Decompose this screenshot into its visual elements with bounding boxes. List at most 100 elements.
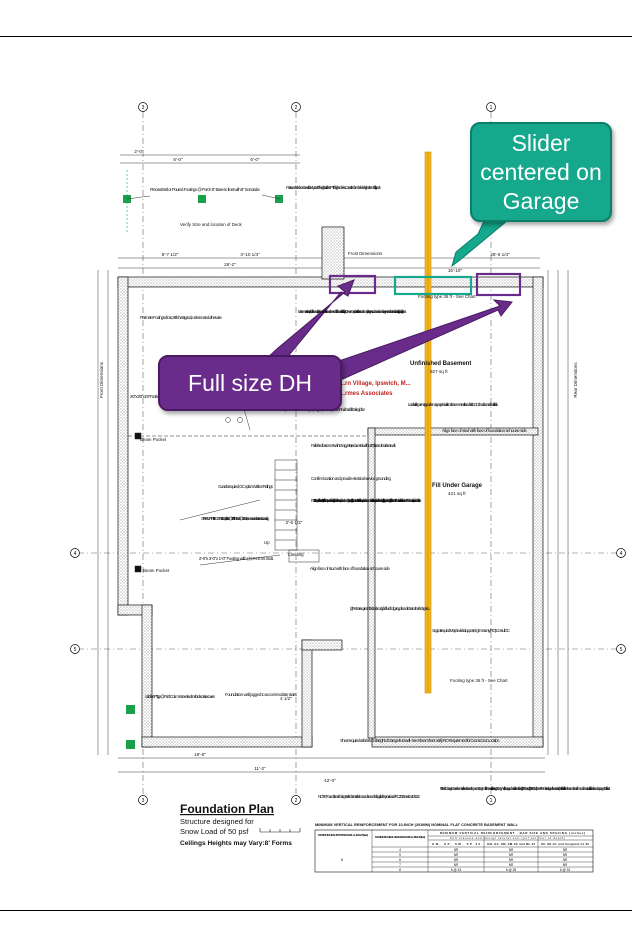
table-row-4-h: 7: [399, 863, 401, 867]
note-deck-footings: Precast Bell or Poured Footings @ Porch …: [150, 187, 261, 192]
note-footing2: 2'-0"x 3'-0"x 1'-0" Footing with (4) #4 …: [199, 556, 274, 561]
note-deck-posts: Posts under deck can be solid 4x4 up to …: [286, 185, 382, 190]
grid-label-2-bottom: 2: [295, 798, 298, 804]
stairs: [274, 459, 298, 551]
grid-label-3-top: 3: [142, 105, 145, 111]
grid-bubble-1-bottom: [486, 795, 496, 805]
table-rows: 4 NR NR NR 5 NR NR NR 6 NR NR NR 7 NR NR…: [399, 848, 570, 872]
note-footing-type: Footing type 36 ft - See Chart: [418, 294, 476, 299]
dh-box-right: [475, 272, 522, 297]
note-footing-type2: Footing type 36 ft - See Chart: [450, 678, 508, 683]
note-reinforcing: NOTE: Foundation reinforcing steel is to…: [318, 794, 421, 799]
table-title: MINIMUM VERTICAL REINFORCEMENT FOR 10-IN…: [315, 822, 519, 827]
dim-d5: 3'-10 1/4": [240, 252, 260, 257]
note-align: Align face of stud with face of foundati…: [442, 428, 528, 433]
porch-column-1: [126, 705, 135, 714]
title-block: Foundation Plan Structure designed for S…: [180, 802, 301, 847]
dim-d11: 42'-0": [324, 778, 336, 783]
note-guards: Guards required, GC option Walls or Rail…: [218, 484, 274, 489]
table-row-5-a: 6 @ 43: [451, 868, 462, 872]
note-stairs-code: R311.7.1 - Stairways shall not be less t…: [311, 498, 422, 503]
plan-subtitle2: Snow Load of 50 psf: [180, 827, 249, 836]
table-row-4-b: NR: [509, 863, 514, 867]
plan-ceilings: Ceilings Heights may Vary:8' Forms: [180, 840, 292, 847]
top-rule: [0, 36, 632, 37]
slider-bar: [424, 151, 432, 694]
note-stairs-up: STAIRS UP TP 1st FLOOR: 14 Equal Risers …: [201, 516, 270, 521]
note-foundation-wall: Foundation wall jogged to accommodate st…: [225, 692, 298, 697]
dim-d6: 26'-2": [224, 262, 236, 267]
note-rebar: (2) Rebar required in this location only…: [350, 606, 430, 611]
note-solid-posts: Solid 6x6 PT, typ @ Porch Columns See el…: [145, 694, 216, 699]
dim-d3: 6'-0": [250, 157, 260, 162]
table-sub-c: SC, ML-CL and Inorganic CL 60: [541, 842, 589, 846]
slider-callout: Slider centered on Garage: [470, 122, 612, 222]
dim-rear: Rear Dimensions: [573, 362, 578, 398]
grid-label-2-top: 2: [295, 105, 298, 111]
table-sub-a: GW, GP, SW, SP 30: [432, 842, 480, 846]
grid-label-4-right: 4: [620, 551, 623, 557]
dim-d8: 16'-10": [448, 268, 463, 273]
grid-bubble-5-right: [616, 644, 626, 654]
table-row-2-h: 5: [399, 853, 401, 857]
dim-d4: 8'-7 1/2": [162, 252, 179, 257]
note-garage-doors: 9'-0" wide Garage Doors shown, will need…: [440, 786, 611, 791]
note-landing: Landing: [288, 552, 304, 557]
grid-bubble-4-right: [616, 548, 626, 558]
table-col2: MAXIMUM UNBALANCED BACKFILL HEIGHT (feet…: [375, 835, 425, 839]
dim-d9: 19'-6": [194, 752, 206, 757]
table-row-4-c: NR: [563, 863, 568, 867]
grid-bubble-1-top: [486, 102, 496, 112]
porch-column-2: [126, 740, 135, 749]
dim-d7: 25'-6 1/4": [490, 252, 510, 257]
grid-bubble-2-bottom: [291, 795, 301, 805]
table-col3-title: MINIMUM VERTICAL REINFORCEMENT - BAR SIZ…: [440, 831, 585, 835]
beam-pocket-2: [134, 565, 142, 573]
note-perimeter: Perimeter Footing to frost, 28ft chart t…: [140, 315, 223, 320]
table-row-5-h: 8: [399, 868, 401, 872]
note-align2: Align face of stud with face of foundati…: [310, 566, 391, 571]
column-1: [225, 417, 231, 423]
bottom-rule: [0, 910, 632, 911]
table-row-2-b: NR: [509, 853, 514, 857]
full-size-dh-callout: Full size DH: [158, 355, 342, 411]
table-row-3-c: NR: [563, 858, 568, 862]
table-row-3-h: 6: [399, 858, 401, 862]
dim-front: Front Dimensions: [99, 361, 104, 398]
table-row-1-h: 4: [399, 848, 401, 852]
grid-label-4-left: 4: [74, 551, 77, 557]
interior-lines: [128, 417, 368, 573]
table-row-2-a: NR: [454, 853, 459, 857]
grid-label-5-left: 5: [74, 647, 77, 653]
grid-bubble-5-left: [70, 644, 80, 654]
table-col1: MAXIMUM UNSUPPORTED WALL HEIGHT (feet): [318, 833, 368, 837]
table-row-2-c: NR: [563, 853, 568, 857]
table-row-1-c: NR: [563, 848, 568, 852]
slider-callout-text: Slider centered on Garage: [480, 129, 602, 214]
room-unfinished: Unfinished Basement: [410, 361, 471, 367]
grid-bubbles: 3 2 1 3 2 1 4 4 5 5: [70, 102, 626, 805]
room-garage-sqft: 421 sq ft: [448, 491, 466, 496]
table-row-1-a: NR: [454, 848, 459, 852]
table-row-4-a: NR: [454, 863, 459, 867]
table-wall-height: 8: [341, 858, 343, 862]
room-garage: Fill Under Garage: [432, 483, 483, 489]
grid-bubble-2-top: [291, 102, 301, 112]
note-up: Up: [264, 540, 270, 545]
plan-subtitle1: Structure designed for: [180, 817, 254, 826]
grid-label-5-right: 5: [620, 647, 623, 653]
deck-footing-2: [198, 195, 206, 203]
grid-label-1-bottom: 1: [490, 798, 493, 804]
landing: [288, 549, 320, 563]
note-bulkhead: Basement exits required, bulkhead option…: [298, 309, 407, 314]
dh-box-left: [328, 274, 377, 295]
dimension-text: 2'-0" 6'-0" 6'-0" 8'-7 1/2" 3'-10 1/4" 2…: [99, 149, 578, 783]
room-labels: Unfinished Basement 927 sq ft ...rn Vill…: [340, 361, 483, 496]
table-row-5-c: 6 @ 33: [560, 868, 571, 872]
dim-d13: 4 1/2": [280, 696, 292, 701]
grid-bubble-4-left: [70, 548, 80, 558]
note-energy: Local building or energy codes may requi…: [408, 402, 499, 407]
note-shear: Shear required at far left and far right…: [340, 738, 500, 743]
slider-box: [393, 275, 473, 296]
